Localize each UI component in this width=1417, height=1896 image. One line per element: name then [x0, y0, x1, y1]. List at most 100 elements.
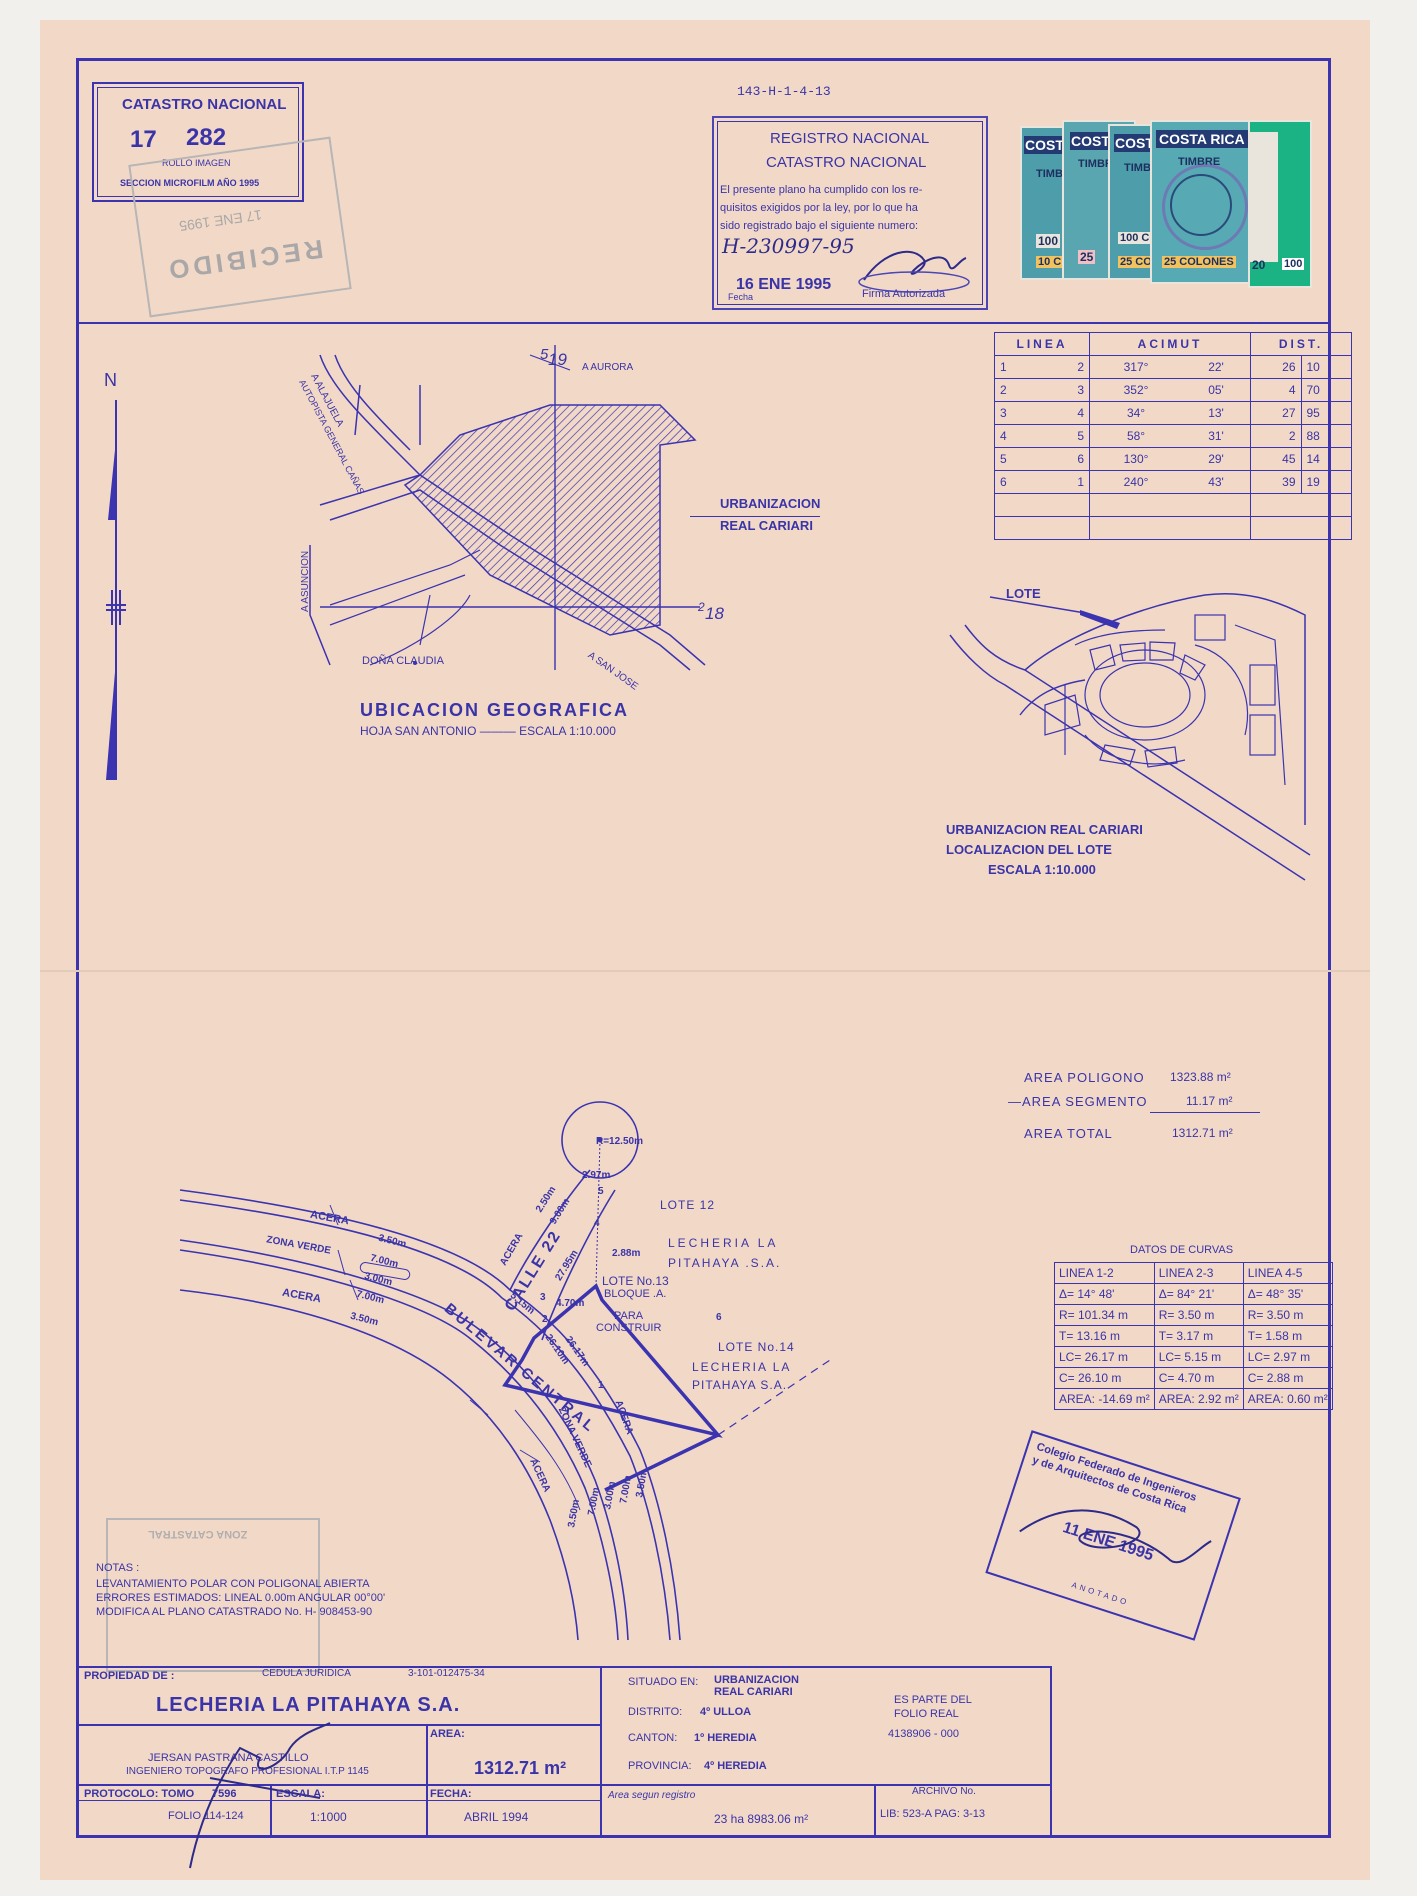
tb-folio-protocolo: FOLIO 114-124 — [168, 1810, 244, 1822]
north-label: N — [104, 370, 117, 390]
registro-body-3: sido registrado bajo el siguiente numero… — [720, 220, 919, 232]
site-plan — [179, 1101, 831, 1641]
label-asuncion: A ASUNCION — [300, 550, 311, 612]
plan-radius: R=12.50m — [596, 1136, 643, 1147]
fold-line — [40, 970, 1370, 972]
label-aurora: A AURORA — [582, 362, 634, 373]
tb-area-registro: 23 ha 8983.06 m² — [714, 1812, 809, 1826]
zona-catastral-stamp: ZONA CATASTRAL — [106, 1518, 320, 1672]
tb-provincia: 4º HEREDIA — [704, 1760, 767, 1772]
tb-escala: 1:1000 — [310, 1810, 347, 1824]
grid-right-label: 18 — [705, 604, 724, 623]
plan-point-4: 4 — [594, 1218, 600, 1229]
tb-cedula-label: CEDULA JURIDICA — [262, 1668, 351, 1679]
tb-situado-1: URBANIZACION — [714, 1674, 799, 1686]
registro-title-1: REGISTRO NACIONAL — [770, 130, 930, 147]
plan-lote-12: LOTE 12 — [660, 1198, 716, 1212]
ubicacion-map — [309, 345, 706, 671]
catastro-line2: SECCION MICROFILM AÑO 1995 — [120, 178, 260, 188]
header-divider — [76, 322, 1331, 324]
area-segmento-value: 11.17 m² — [1186, 1094, 1233, 1108]
localizacion-line-1: URBANIZACION REAL CARIARI — [946, 822, 1143, 837]
plan-dim-288: 2.88m — [612, 1248, 641, 1259]
recibido-stamp: 17 ENE 1995 RECIBIDO — [128, 136, 352, 318]
plan-lecheria-2: LECHERIA LA — [692, 1360, 792, 1374]
notas-line-2: ERRORES ESTIMADOS: LINEAL 0.00m ANGULAR … — [96, 1592, 386, 1604]
urbanizacion-label-1: URBANIZACION — [720, 496, 821, 511]
tb-situado-label: SITUADO EN: — [628, 1676, 699, 1688]
grid-top-label: 19 — [548, 350, 567, 369]
tb-propiedad-label: PROPIEDAD DE : — [84, 1670, 175, 1682]
tb-engineer: JERSAN PASTRANA CASTILLO — [148, 1752, 309, 1764]
tb-folio-label-2: FOLIO REAL — [894, 1708, 959, 1720]
area-poligono-label: AREA POLIGONO — [1024, 1070, 1145, 1085]
registro-body-1: El presente plano ha cumplido con los re… — [720, 184, 923, 196]
colegio-stamp: Colegio Federado de Ingenieros y de Arqu… — [979, 1430, 1241, 1660]
registro-date: 16 ENE 1995 — [736, 276, 832, 293]
azimut-header-acimut: ACIMUT — [1089, 332, 1251, 356]
grid-right-sup: 2 — [698, 600, 705, 614]
plan-bloque: BLOQUE .A. — [604, 1288, 667, 1300]
tb-situado-2: REAL CARIARI — [714, 1686, 793, 1698]
plan-lecheria-1: LECHERIA LA — [668, 1236, 779, 1250]
table-row: Δ= 14° 48'Δ= 84° 21'Δ= 48° 35' — [1054, 1283, 1333, 1305]
title-block — [76, 1666, 1052, 1838]
plan-pitahaya-1: PITAHAYA .S.A. — [668, 1256, 782, 1270]
localizacion-line-3: ESCALA 1:10.000 — [988, 862, 1096, 877]
tb-escala-label: ESCALA: — [276, 1788, 325, 1800]
north-arrow-icon — [106, 400, 126, 780]
colegio-signature — [1019, 1509, 1212, 1564]
catastro-box: CATASTRO NACIONAL 17 282 ROLLO IMAGEN SE… — [92, 82, 304, 202]
tb-area-label: AREA: — [430, 1728, 465, 1740]
tb-protocolo-label: PROTOCOLO: TOMO — [84, 1788, 195, 1800]
tb-canton-label: CANTON: — [628, 1732, 678, 1744]
recibido-date: 17 ENE 1995 — [178, 206, 263, 235]
plan-point-1: 1 — [598, 1380, 604, 1391]
tb-cedula: 3-101-012475-34 — [408, 1668, 485, 1679]
notas-title: NOTAS : — [96, 1562, 140, 1574]
plan-dim-470: 4.70m — [556, 1298, 585, 1309]
curvas-title: DATOS DE CURVAS — [1130, 1244, 1234, 1256]
area-segmento-label: —AREA SEGMENTO — [1008, 1094, 1148, 1109]
registro-signature — [858, 250, 970, 293]
area-total-label: AREA TOTAL — [1024, 1126, 1113, 1141]
tb-archivo: LIB: 523-A PAG: 3-13 — [880, 1808, 985, 1820]
localizacion-line-2: LOCALIZACION DEL LOTE — [946, 842, 1112, 857]
tb-owner: LECHERIA LA PITAHAYA S.A. — [156, 1694, 461, 1716]
azimut-header-linea: LINEA — [994, 332, 1090, 356]
tb-engineer-title: INGENIERO TOPOGRAFO PROFESIONAL I.T.P 11… — [126, 1766, 369, 1777]
registro-stamp: REGISTRO NACIONAL CATASTRO NACIONAL El p… — [712, 116, 988, 310]
plan-point-6: 6 — [716, 1312, 722, 1323]
tb-archivo-label: ARCHIVO No. — [912, 1786, 976, 1797]
label-dona-claudia: DOÑA CLAUDIA — [362, 655, 444, 667]
tb-folio-label-1: ES PARTE DEL — [894, 1694, 972, 1706]
localizacion-map — [949, 592, 1311, 881]
registro-fecha-label: Fecha — [728, 292, 754, 302]
plan-lote-14: LOTE No.14 — [718, 1340, 795, 1354]
catastro-line1: ROLLO IMAGEN — [162, 158, 231, 168]
tb-canton: 1º HEREDIA — [694, 1732, 757, 1744]
tb-folio: 4138906 - 000 — [888, 1728, 959, 1740]
tb-fecha-label: FECHA: — [430, 1788, 472, 1800]
recibido-text: RECIBIDO — [163, 233, 326, 286]
tb-distrito: 4º ULLOA — [700, 1706, 752, 1718]
paper-sheet — [40, 20, 1370, 1880]
tb-fecha: ABRIL 1994 — [464, 1810, 529, 1824]
notas-line-1: LEVANTAMIENTO POLAR CON POLIGONAL ABIERT… — [96, 1578, 370, 1590]
timbre-4: COSTA RICA TIMBRE 25 COLONES — [1150, 120, 1254, 284]
plan-lote-13: LOTE No.13 — [602, 1274, 669, 1288]
catastro-number-a: 17 — [130, 126, 157, 153]
catastro-title: CATASTRO NACIONAL — [122, 96, 287, 113]
